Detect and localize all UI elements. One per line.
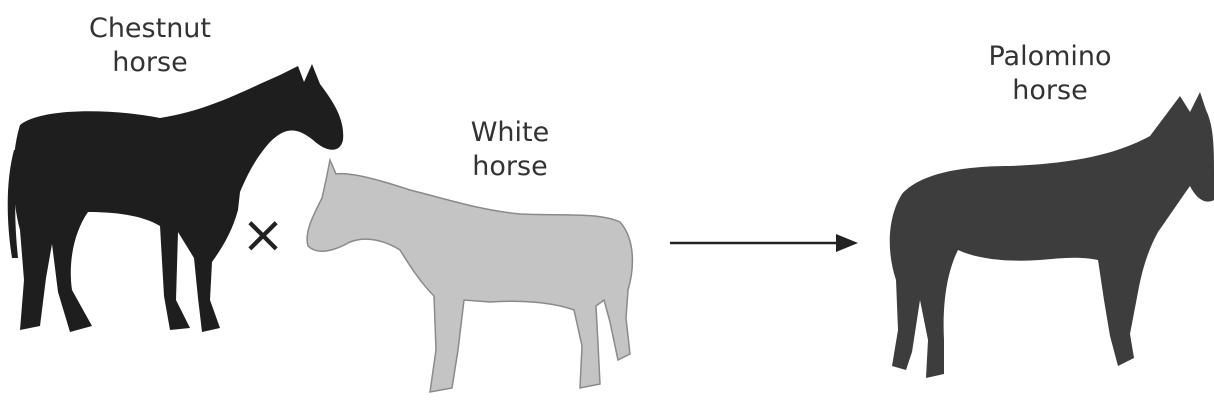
white-label-line1: White [430, 116, 590, 150]
palomino-label-line2: horse [970, 74, 1130, 108]
white-horse-label: White horse [430, 116, 590, 184]
chestnut-horse-label: Chestnut horse [70, 12, 230, 80]
chestnut-label-line2: horse [70, 46, 230, 80]
palomino-label-line1: Palomino [970, 40, 1130, 74]
white-horse-image [307, 160, 632, 392]
white-label-line2: horse [430, 150, 590, 184]
chestnut-label-line1: Chestnut [70, 12, 230, 46]
cross-symbol: × [241, 205, 285, 265]
chestnut-horse-image [8, 64, 343, 332]
palomino-horse-label: Palomino horse [970, 40, 1130, 108]
palomino-horse-image [890, 92, 1214, 378]
result-arrow [670, 234, 858, 252]
